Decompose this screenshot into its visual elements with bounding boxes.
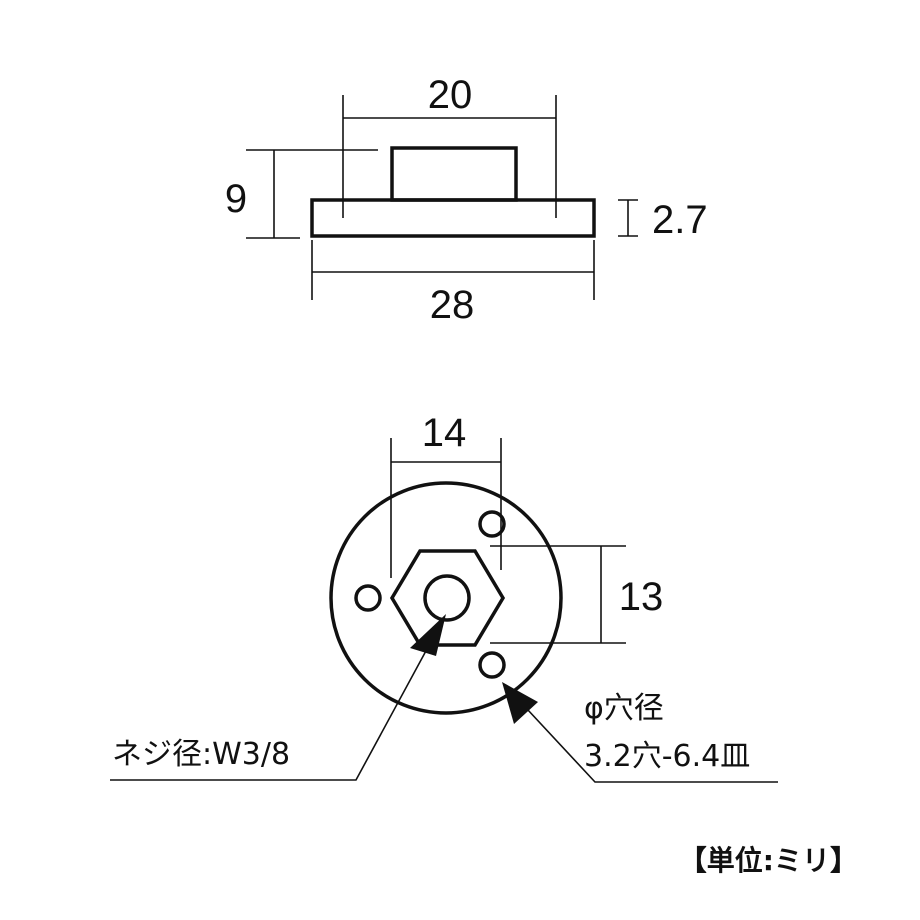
thread-leader-arrow (410, 614, 446, 656)
hex-nut (389, 549, 506, 647)
dim-9-label: 9 (225, 177, 247, 221)
mounting-hole-left (354, 584, 382, 612)
hole-leader-line (513, 694, 778, 783)
unit-note: 【単位:ミリ】 (679, 844, 858, 877)
dim-28-label: 28 (430, 283, 475, 327)
dim-13-label: 13 (619, 575, 664, 619)
thread-leader-line (110, 624, 441, 781)
dim-2-7-label: 2.7 (652, 198, 708, 242)
top-view: 14 13 (110, 411, 778, 783)
outer-disc (329, 481, 563, 715)
thread-size-label: ネジ径:W3/8 (112, 737, 290, 772)
hole-spec-label: 3.2穴-6.4皿 (584, 739, 750, 774)
boss-outline (390, 146, 518, 202)
center-hole (423, 574, 471, 622)
base-plate-outline (310, 198, 596, 238)
mounting-hole-upper-right (478, 510, 506, 538)
side-view: 20 9 2.7 28 (225, 73, 708, 327)
dim-20-label: 20 (428, 73, 473, 117)
mounting-hole-lower-right (478, 651, 506, 679)
hole-diameter-label: φ穴径 (584, 691, 664, 726)
dim-14-label: 14 (422, 411, 467, 455)
hole-leader-arrow (502, 682, 538, 724)
